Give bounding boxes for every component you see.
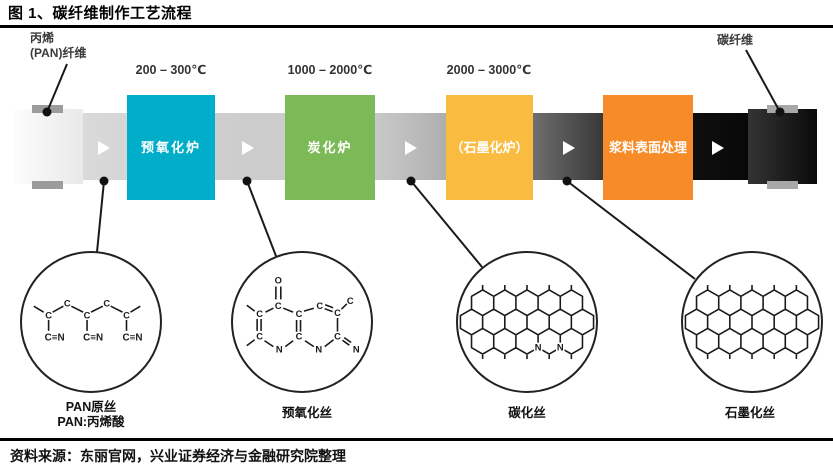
svg-text:N: N xyxy=(276,345,283,355)
svg-text:C: C xyxy=(256,332,263,342)
svg-text:C≡N: C≡N xyxy=(123,333,143,344)
pan-molecule-illustration: C C C C C C≡N C≡N C≡N xyxy=(33,297,144,345)
source-note: 资料来源：东丽官网，兴业证券经济与金融研究院整理 xyxy=(10,450,346,465)
svg-text:C: C xyxy=(84,311,91,321)
flow-arrow-icon xyxy=(405,141,417,155)
flow-arrow-icon xyxy=(712,141,724,155)
temperature-label-1: 200 – 300℃ xyxy=(135,63,207,77)
stage-label-graphitized: 石墨化丝 xyxy=(724,406,775,420)
footer-rule xyxy=(0,438,833,441)
flow-arrow-icon xyxy=(242,141,254,155)
carbonized-fiber-circle: N N xyxy=(456,251,598,393)
temperature-label-3: 2000 – 3000℃ xyxy=(446,63,532,77)
svg-text:C: C xyxy=(316,301,323,311)
carbon-fiber-spool xyxy=(748,109,817,184)
input-material-label: 丙烯 (PAN)纤维 xyxy=(30,31,87,60)
svg-text:C: C xyxy=(123,311,130,321)
graphite-lattice-illustration xyxy=(684,285,820,359)
process-box-preoxidation: 预氧化炉 xyxy=(127,95,215,200)
svg-text:C: C xyxy=(296,332,303,342)
svg-text:C: C xyxy=(256,309,263,319)
figure-title: 图 1、碳纤维制作工艺流程 xyxy=(8,5,193,22)
spool-tab xyxy=(32,105,63,113)
svg-text:C: C xyxy=(347,296,354,306)
svg-text:C: C xyxy=(103,299,110,309)
title-rule xyxy=(0,25,833,28)
pan-precursor-circle: C C C C C C≡N C≡N C≡N xyxy=(20,251,162,393)
spool-tab xyxy=(767,105,798,113)
svg-text:N: N xyxy=(557,343,564,353)
svg-text:C≡N: C≡N xyxy=(83,333,103,344)
preoxidized-fiber-circle: O C C C C C C C C C N N N xyxy=(231,251,373,393)
process-box-graphitization: （石墨化炉） xyxy=(446,95,533,200)
svg-text:N: N xyxy=(353,345,360,355)
process-box-carbonization: 炭化炉 xyxy=(285,95,375,200)
stage-label-carbonized: 碳化丝 xyxy=(508,406,546,420)
spool-tab xyxy=(32,181,63,189)
stage-label-pan: PAN原丝 PAN:丙烯酸 xyxy=(57,400,125,429)
graphitized-fiber-circle xyxy=(681,251,823,393)
svg-text:C≡N: C≡N xyxy=(45,333,65,344)
spool-tab xyxy=(767,181,798,189)
flow-arrow-icon xyxy=(98,141,110,155)
svg-text:C: C xyxy=(45,311,52,321)
flow-arrow-icon xyxy=(563,141,575,155)
ladder-molecule-illustration: O C C C C C C C C C N N N xyxy=(246,274,361,356)
svg-text:N: N xyxy=(315,345,322,355)
svg-text:N: N xyxy=(535,343,542,353)
output-material-label: 碳纤维 xyxy=(717,33,754,47)
svg-text:C: C xyxy=(296,309,303,319)
pan-fiber-spool xyxy=(13,109,83,184)
temperature-label-2: 1000 – 2000℃ xyxy=(287,63,373,77)
svg-text:C: C xyxy=(275,301,282,311)
stage-label-preoxidized: 预氧化丝 xyxy=(281,406,332,420)
svg-text:C: C xyxy=(64,299,71,309)
carbon-lattice-illustration: N N xyxy=(459,285,595,359)
svg-text:C: C xyxy=(334,308,341,318)
process-box-surface-treatment: 浆料表面处理 xyxy=(603,95,693,200)
svg-text:O: O xyxy=(275,276,282,286)
svg-text:C: C xyxy=(334,332,341,342)
